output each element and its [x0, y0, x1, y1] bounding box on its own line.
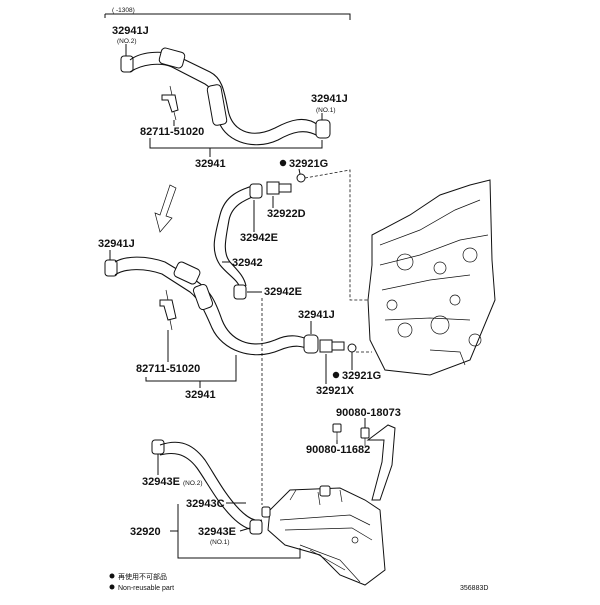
- bolt-90080-11682: [332, 423, 342, 440]
- cooler-hose: [151, 439, 263, 535]
- label-32941J-lower-left: 32941J: [98, 238, 135, 250]
- oil-cooler-32920: [261, 424, 396, 586]
- label-32941-upper: 32941: [195, 158, 226, 170]
- catalog-id: 356883D: [460, 585, 488, 592]
- label-32943E-no2-sub: (NO.2): [183, 480, 203, 487]
- hose-protector-2: [206, 84, 228, 126]
- label-32920: 32920: [130, 526, 161, 538]
- fitting-32922D: [266, 181, 280, 195]
- bracket-upper: [161, 94, 179, 113]
- clip-32943E-no2: [151, 439, 165, 455]
- hose-protector-3: [173, 261, 201, 285]
- gasket-32921G-lower: [347, 343, 357, 353]
- fitting-32921X-thread: [331, 341, 345, 351]
- label-32941J-no2-upper: 32941J: [112, 25, 149, 37]
- label-32943E-no2: 32943E: [142, 476, 180, 488]
- label-32922D: 32922D: [267, 208, 306, 220]
- non-reusable-dot-upper: [279, 159, 287, 167]
- cooler-bracket: [366, 424, 396, 501]
- hose-protector-4: [192, 283, 214, 311]
- label-32941J-no1: 32941J: [311, 93, 348, 105]
- legend-line-2: Non-reusable part: [118, 585, 174, 592]
- hose-clip-32942E-lower: [233, 284, 247, 300]
- legend-dot: [109, 573, 115, 579]
- clip-32943E-no1: [249, 519, 263, 535]
- non-reusable-dot-lower: [332, 371, 340, 379]
- label-82711-51020-lower: 82711-51020: [136, 363, 200, 375]
- label-32921G-lower: 32921G: [342, 370, 381, 382]
- cooler-port: [319, 485, 331, 497]
- clamp-lower-left: [104, 259, 118, 277]
- label-32943C: 32943C: [186, 498, 225, 510]
- transmission-case: [367, 179, 496, 376]
- label-32921G-upper: 32921G: [289, 158, 328, 170]
- hose-clip-32942E-upper: [249, 183, 263, 199]
- clamp-lower-right: [303, 334, 319, 354]
- header-date-range: ( -1308): [112, 7, 135, 14]
- label-32942: 32942: [232, 257, 263, 269]
- clamp-upper-left: [120, 55, 134, 73]
- hose-protector-1: [158, 47, 186, 69]
- cooler-inlet: [261, 506, 271, 518]
- label-32943E-no1: 32943E: [198, 526, 236, 538]
- label-32942E-lower: 32942E: [264, 286, 302, 298]
- upper-hose-assembly: [120, 47, 331, 146]
- label-90080-11682: 90080-11682: [306, 444, 370, 456]
- middle-hose-assembly: [213, 173, 306, 300]
- fitting-32921X: [319, 339, 333, 353]
- label-32943E-no1-sub: (NO.1): [210, 539, 230, 546]
- legend-dot-2: [109, 584, 115, 590]
- label-32942E-upper: 32942E: [240, 232, 278, 244]
- header-bracket: [104, 13, 351, 20]
- fitting-32922D-thread: [278, 183, 292, 193]
- label-82711-51020-upper: 82711-51020: [140, 126, 204, 138]
- gasket-32921G-upper: [296, 173, 306, 183]
- label-32941J-lower-right: 32941J: [298, 309, 335, 321]
- label-32941J-no2-sub: (NO.2): [117, 38, 137, 45]
- direction-arrow: [154, 184, 177, 233]
- bracket-lower: [159, 299, 177, 321]
- label-90080-18073: 90080-18073: [336, 407, 401, 419]
- clamp-upper-right: [315, 119, 331, 139]
- label-32941J-no1-sub: (NO.1): [316, 107, 336, 114]
- label-32941-lower: 32941: [185, 389, 216, 401]
- label-32921X: 32921X: [316, 385, 355, 397]
- legend-line-1: 再使用不可部品: [118, 572, 167, 581]
- legend: 再使用不可部品 Non-reusable part: [109, 572, 174, 592]
- lower-hose-assembly: [104, 256, 357, 356]
